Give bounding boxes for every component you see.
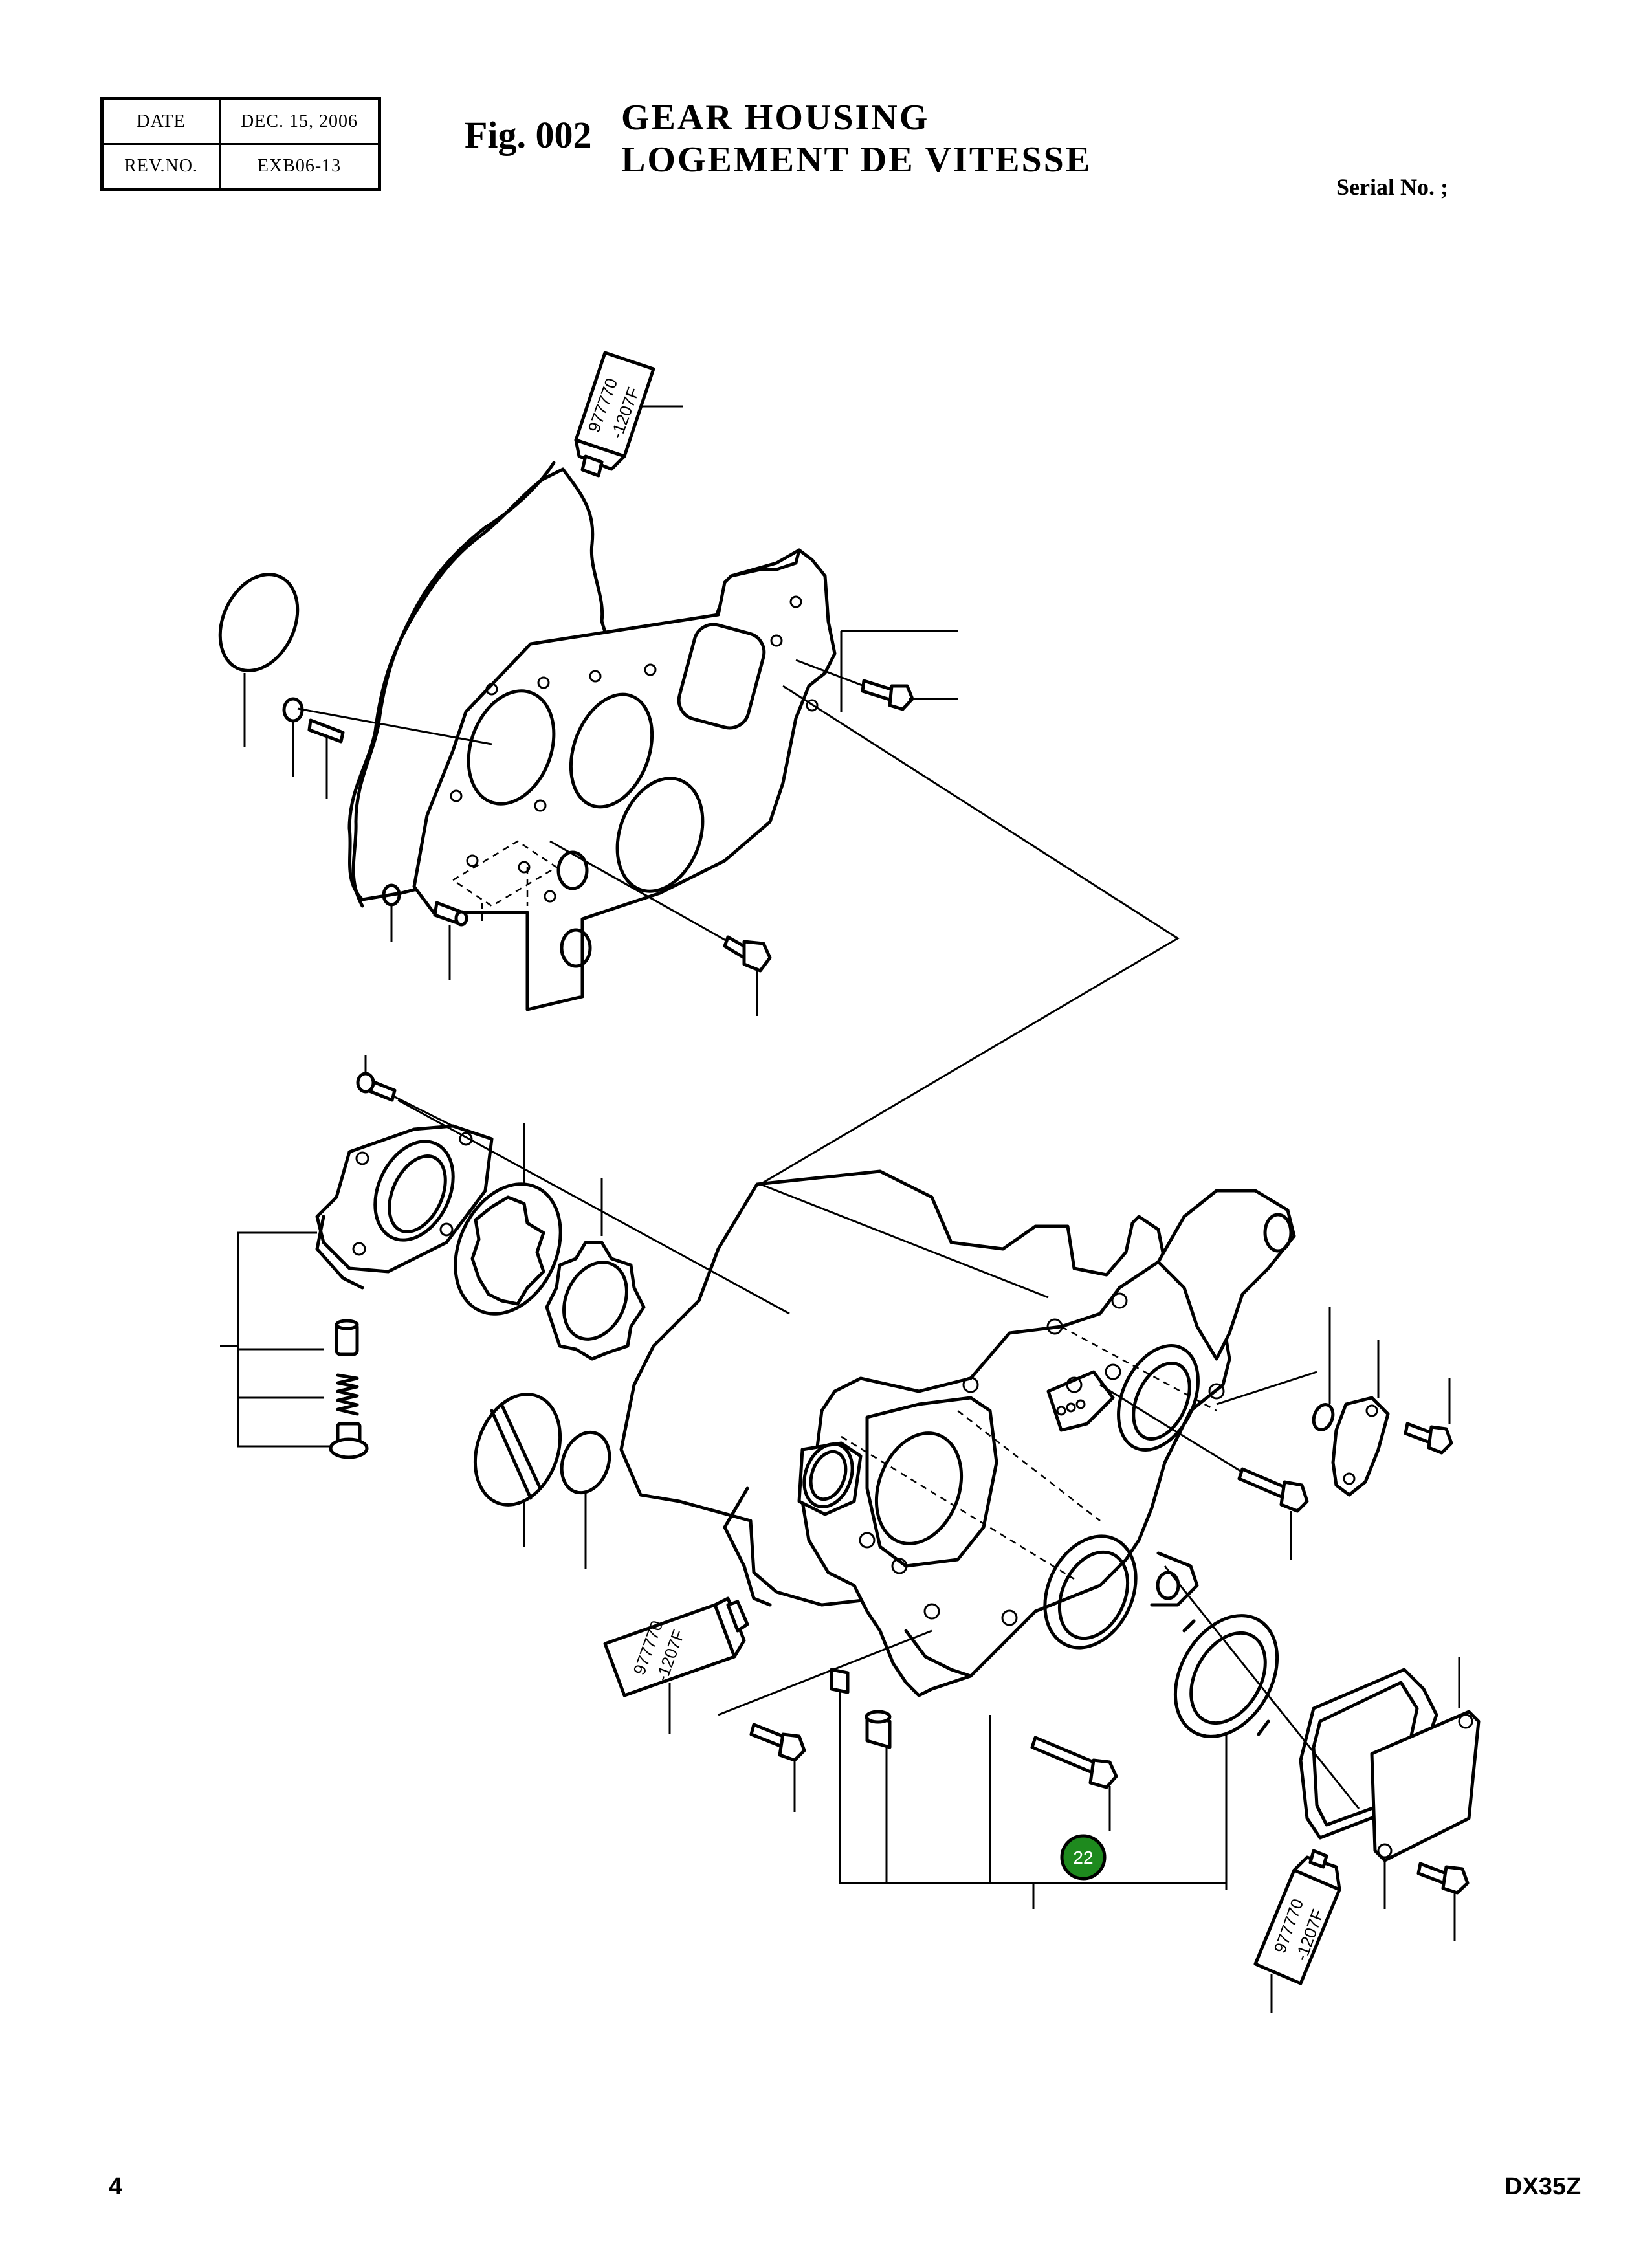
outer-rotor [454,1123,562,1316]
callout-22-label: 22 [1073,1848,1093,1868]
serial-number-label: Serial No. ; [1336,174,1448,200]
oil-pump-screw [356,1055,492,1147]
front-cover-plate [412,548,837,1011]
oil-pump-body [315,1124,494,1290]
page-number: 4 [109,2173,123,2200]
title-french: LOGEMENT DE VITESSE [621,140,1092,180]
gear-housing [797,1189,1296,1697]
plug-small [830,1668,850,1844]
oil-filler-cap [473,1393,562,1547]
housing-bolt-long [989,1715,1118,1883]
small-o-ring-right [1312,1307,1335,1431]
housing-bolt-right [1099,1384,1309,1560]
dowel-pin-top [433,901,468,980]
parts-group-bracket [839,1844,1228,1909]
cover-bolt-lower [549,840,772,1016]
cover-to-housing-leader [758,685,1180,1299]
sealant-tube-middle: 977770 -1207F [603,1596,749,1734]
plate-bolt [1404,1378,1453,1455]
date-label: DATE [101,98,221,145]
small-o-ring-top [382,883,401,942]
cover-bolt-bottom [1416,1862,1470,1941]
inner-rotor [397,1099,790,1361]
revision-table: DATE DEC. 15, 2006 REV.NO. EXB06-13 [100,97,381,191]
sealant-tube-top: 977770 -1207F [574,351,683,478]
cap-o-ring [560,1430,611,1569]
blanking-plate [1216,1340,1390,1497]
relief-valve-plug [329,1422,369,1459]
model-name: DX35Z [1504,2173,1581,2200]
o-ring-large [218,573,300,747]
cover-bolt-right [795,630,958,712]
rev-label: REV.NO. [101,143,221,190]
crankshaft-oil-seal [1173,1614,1279,1890]
plug-medium [865,1710,892,1844]
date-value: DEC. 15, 2006 [219,98,380,145]
sealant-tube-bottom: 977770 -1207F [1253,1849,1341,2013]
callout-22[interactable]: 22 [1060,1834,1107,1881]
relief-valve-spring [336,1373,359,1416]
washer-and-stud [282,697,492,799]
rev-value: EXB06-13 [219,143,380,190]
figure-label: Fig. 002 [465,114,592,156]
title-english: GEAR HOUSING [621,98,930,138]
housing-bolt-left [718,1629,932,1812]
relief-valve-bracket [220,1231,333,1448]
relief-valve-plunger [335,1319,359,1356]
inspection-cover [1163,1565,1481,1909]
